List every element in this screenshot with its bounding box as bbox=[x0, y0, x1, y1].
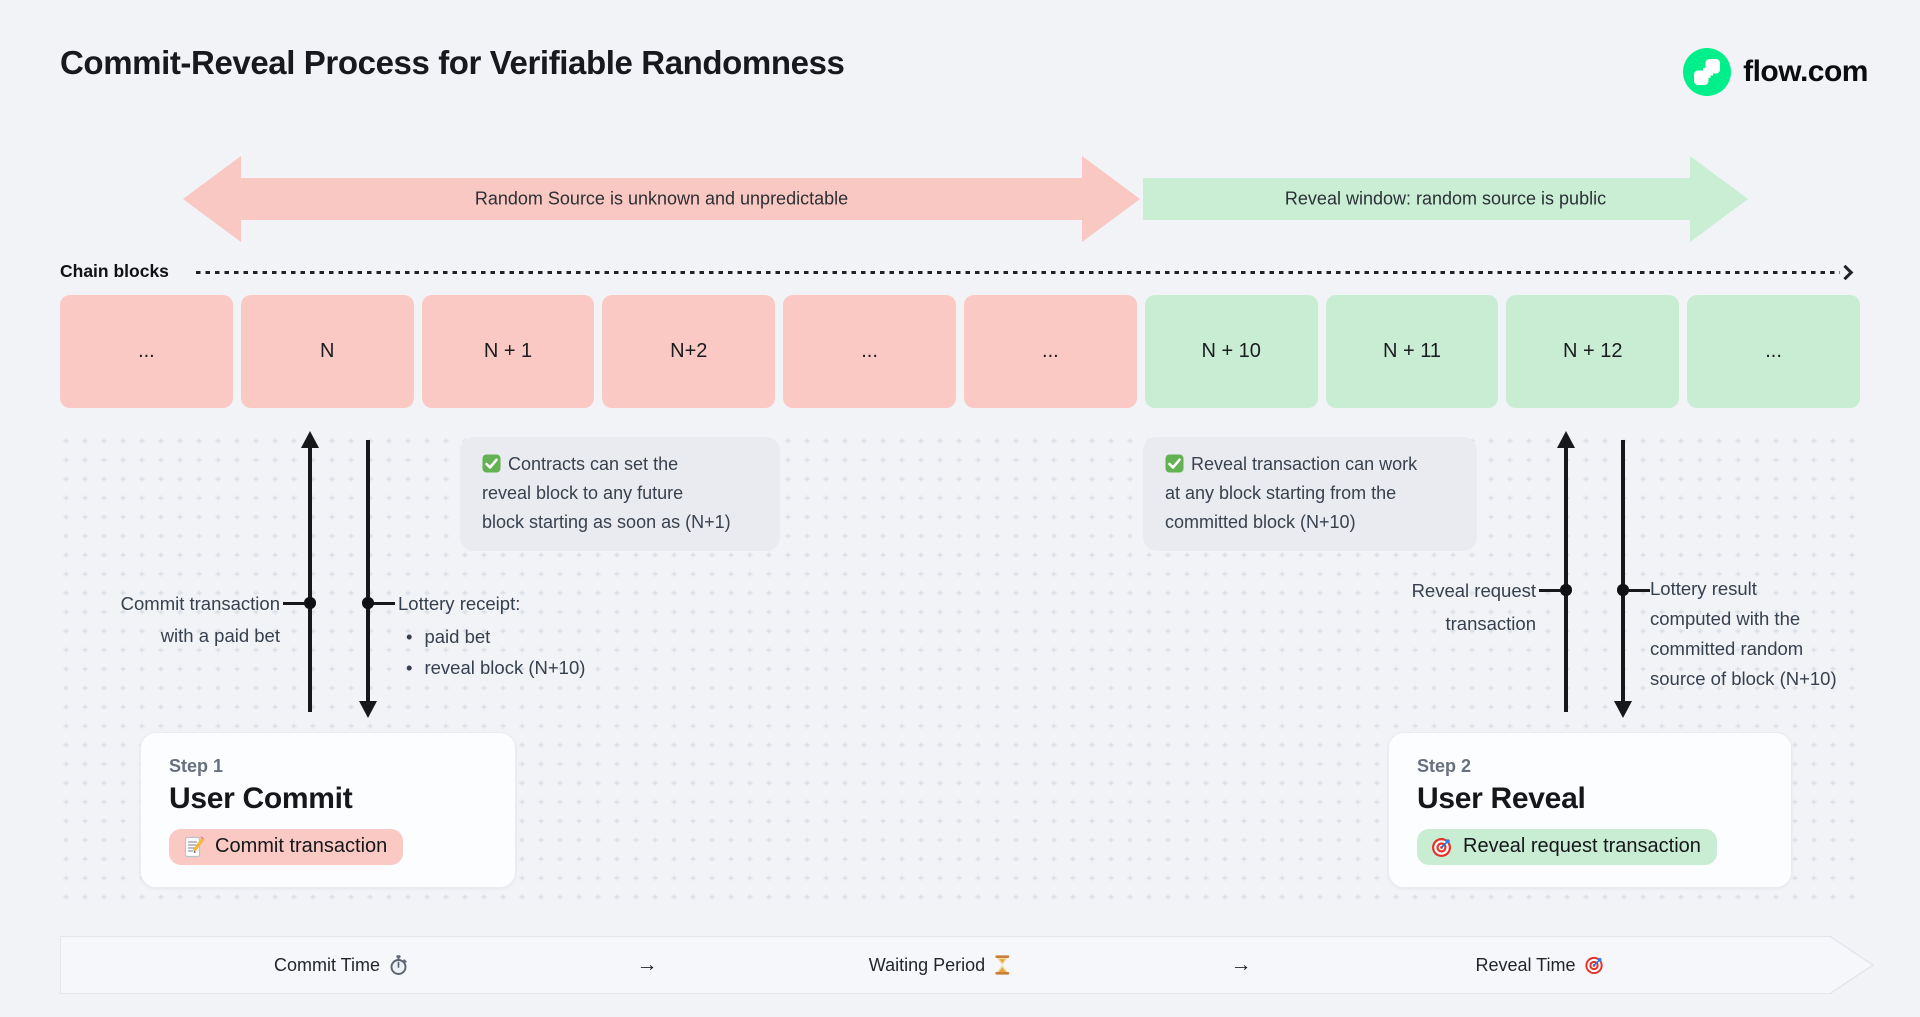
commit-note: Contracts can set the reveal block to an… bbox=[460, 437, 780, 551]
connector-tick bbox=[283, 601, 305, 605]
chain-dotted-line bbox=[196, 271, 1840, 274]
reveal-request-badge: Reveal request transaction bbox=[1417, 829, 1717, 865]
double-arrow-icon bbox=[183, 156, 1140, 242]
step1-eyebrow: Step 1 bbox=[169, 756, 224, 776]
commit-time-label: Commit Time bbox=[273, 954, 381, 975]
timeline-arrowhead-icon bbox=[1830, 936, 1875, 994]
hourglass-icon bbox=[994, 955, 1011, 975]
memo-icon bbox=[183, 835, 205, 858]
lottery-result-label: Lottery result computed with the committ… bbox=[1650, 578, 1837, 689]
commit-phase-label: Random Source is unknown and unpredictab… bbox=[474, 188, 849, 209]
target-icon bbox=[1585, 955, 1605, 975]
commit-phase-arrow: Random Source is unknown and unpredictab… bbox=[183, 156, 1140, 242]
brand-logo[interactable]: flow.com bbox=[1683, 48, 1868, 96]
connector-dot bbox=[362, 597, 374, 609]
chain-block: ... bbox=[1687, 295, 1860, 408]
timeline-waiting-period: Waiting Period bbox=[869, 936, 1011, 994]
target-icon bbox=[1431, 836, 1453, 858]
timeline-bar bbox=[60, 936, 1832, 994]
connector-dot bbox=[1617, 584, 1629, 596]
stopwatch-icon bbox=[389, 955, 408, 975]
reveal-phase-label: Reveal window: random source is public bbox=[1284, 188, 1607, 209]
connector-tick bbox=[373, 601, 395, 605]
step2-title: User Reveal bbox=[1417, 782, 1586, 815]
lottery-receipt-bullet: paid bet bbox=[398, 621, 585, 652]
step1-title: User Commit bbox=[169, 782, 353, 815]
waiting-period-label: Waiting Period bbox=[868, 954, 986, 975]
step2-card: Step 2 User Reveal Reveal request transa… bbox=[1388, 732, 1792, 888]
reveal-request-label: Reveal request transaction bbox=[1411, 580, 1536, 634]
flow-logo-icon bbox=[1683, 48, 1732, 96]
chain-arrowhead-icon bbox=[1837, 264, 1854, 280]
chain-block: N bbox=[240, 295, 414, 408]
check-icon bbox=[1165, 454, 1184, 473]
lottery-receipt-bullet: reveal block (N+10) bbox=[398, 652, 585, 683]
reveal-phase-arrow: Reveal window: random source is public bbox=[1143, 156, 1748, 242]
chain-block: N + 12 bbox=[1506, 295, 1680, 408]
timeline-reveal-time: Reveal Time bbox=[1475, 936, 1604, 994]
chain-blocks-row: ... N N + 1 N+2 ... ... N + 10 N + 11 N … bbox=[60, 295, 1860, 408]
result-down-arrow bbox=[1621, 440, 1625, 702]
chain-block: ... bbox=[60, 295, 233, 408]
commit-badge-label: Commit transaction bbox=[215, 835, 388, 857]
commit-up-arrow bbox=[308, 446, 312, 712]
brand-label: flow.com bbox=[1743, 55, 1868, 88]
reveal-note: Reveal transaction can work at any block… bbox=[1143, 437, 1477, 551]
commit-note-text: Contracts can set the reveal block to an… bbox=[482, 454, 731, 532]
commit-transaction-label: Commit transaction with a paid bet bbox=[120, 593, 280, 646]
connector-dot bbox=[1560, 584, 1572, 596]
lottery-receipt-label: Lottery receipt: paid bet reveal block (… bbox=[398, 588, 585, 683]
down-arrowhead-icon bbox=[1613, 701, 1632, 718]
reveal-time-label: Reveal Time bbox=[1475, 954, 1576, 975]
chain-block: N + 11 bbox=[1325, 295, 1499, 408]
arrow-glyph: → bbox=[1230, 953, 1252, 976]
reveal-badge-label: Reveal request transaction bbox=[1463, 835, 1701, 857]
up-arrowhead-icon bbox=[300, 431, 319, 448]
check-icon bbox=[482, 454, 501, 473]
timeline-arrow: → bbox=[1231, 936, 1252, 994]
timeline-commit-time: Commit Time bbox=[274, 936, 408, 994]
connector-tick bbox=[1539, 588, 1561, 592]
lottery-receipt-title: Lottery receipt: bbox=[398, 593, 521, 614]
connector-dot bbox=[304, 597, 316, 609]
chain-block: N + 10 bbox=[1144, 295, 1318, 408]
up-arrowhead-icon bbox=[1556, 431, 1575, 448]
right-arrow-icon bbox=[1143, 156, 1748, 242]
commit-transaction-badge: Commit transaction bbox=[169, 829, 404, 865]
chain-block: N + 1 bbox=[421, 295, 595, 408]
receipt-down-arrow bbox=[366, 440, 370, 702]
step1-card: Step 1 User Commit Commit transaction bbox=[140, 732, 516, 888]
chain-block: ... bbox=[783, 295, 956, 408]
chain-block: ... bbox=[963, 295, 1137, 408]
chain-blocks-label: Chain blocks bbox=[60, 261, 169, 281]
down-arrowhead-icon bbox=[358, 701, 377, 718]
chain-block: N+2 bbox=[602, 295, 776, 408]
timeline-arrow: → bbox=[637, 936, 658, 994]
connector-tick bbox=[1628, 588, 1650, 592]
arrow-glyph: → bbox=[636, 953, 658, 976]
step2-eyebrow: Step 2 bbox=[1417, 756, 1472, 776]
reveal-note-text: Reveal transaction can work at any block… bbox=[1165, 454, 1418, 532]
reveal-up-arrow bbox=[1564, 446, 1568, 712]
page-title: Commit-Reveal Process for Verifiable Ran… bbox=[60, 44, 845, 81]
